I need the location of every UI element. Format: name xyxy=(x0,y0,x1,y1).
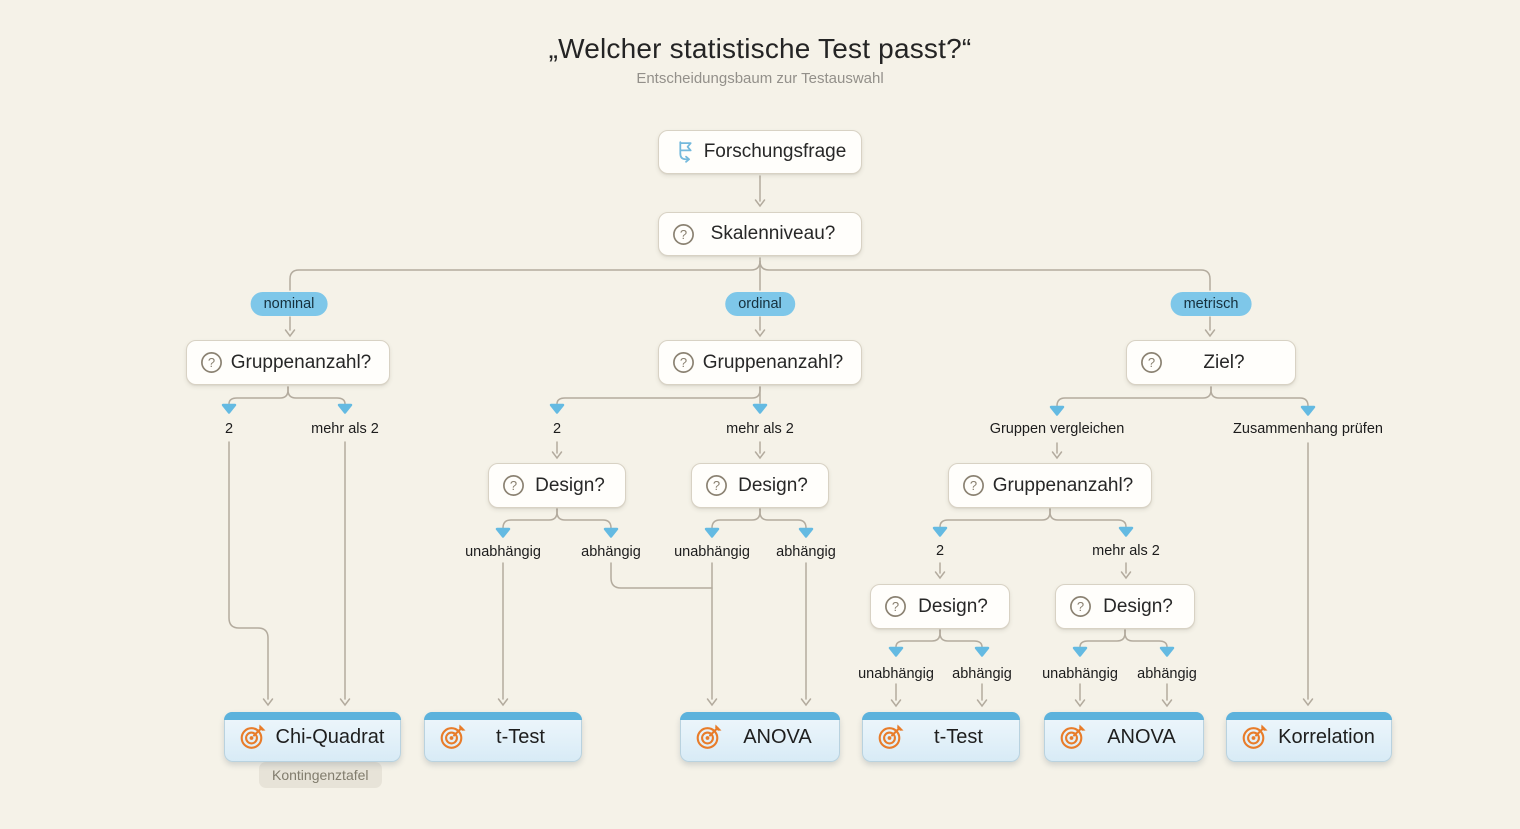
blue-arrowheads xyxy=(221,403,1316,657)
node-label: Design? xyxy=(535,474,605,496)
node-label: Ziel? xyxy=(1203,351,1245,373)
branch-label-mm-dependent: abhängig xyxy=(1137,666,1197,682)
svg-text:?: ? xyxy=(970,478,977,493)
svg-text:?: ? xyxy=(892,599,899,614)
pill-metrisch: metrisch xyxy=(1170,292,1252,316)
node-gruppenanzahl-metrisch: ? Gruppenanzahl? xyxy=(948,463,1152,508)
branch-label-om-dependent: abhängig xyxy=(776,544,836,560)
node-gruppenanzahl-nominal: ? Gruppenanzahl? xyxy=(186,340,390,385)
result-label: t-Test xyxy=(934,725,983,748)
result-t-test-ordinal: t-Test xyxy=(424,712,582,762)
node-label: Forschungsfrage xyxy=(703,141,847,162)
branch-label-o2-dependent: abhängig xyxy=(581,544,641,560)
svg-text:?: ? xyxy=(208,355,215,370)
question-circle-icon: ? xyxy=(502,474,525,497)
target-icon xyxy=(1058,722,1088,752)
branch-label-metrisch-mehr: mehr als 2 xyxy=(1092,543,1160,559)
branch-label-mm-independent: unabhängig xyxy=(1042,666,1118,682)
node-label: Design? xyxy=(738,474,808,496)
pill-ordinal: ordinal xyxy=(725,292,795,316)
gray-arrowheads xyxy=(262,199,1314,708)
page-subtitle: Entscheidungsbaum zur Testauswahl xyxy=(636,70,884,87)
flag-icon xyxy=(672,139,699,166)
node-design-metrisch-mehr: ? Design? xyxy=(1055,584,1195,629)
target-icon xyxy=(876,722,906,752)
result-anova-metrisch: ANOVA xyxy=(1044,712,1204,762)
pill-nominal: nominal xyxy=(250,292,328,316)
node-label: Design? xyxy=(1103,595,1173,617)
result-label: Korrelation xyxy=(1278,725,1375,748)
page-title: „Welcher statistische Test passt?“ xyxy=(548,33,972,64)
svg-text:?: ? xyxy=(510,478,517,493)
node-gruppenanzahl-ordinal: ? Gruppenanzahl? xyxy=(658,340,862,385)
node-label: Gruppenanzahl? xyxy=(702,351,844,373)
node-design-metrisch-2: ? Design? xyxy=(870,584,1010,629)
node-label: Gruppenanzahl? xyxy=(230,351,372,373)
node-label: Skalenniveau? xyxy=(710,223,836,244)
target-icon xyxy=(1240,722,1270,752)
node-design-ordinal-2: ? Design? xyxy=(488,463,626,508)
svg-text:?: ? xyxy=(713,478,720,493)
node-label: Gruppenanzahl? xyxy=(992,474,1134,496)
result-chi-quadrat: Chi-Quadrat xyxy=(224,712,401,762)
result-anova-ordinal: ANOVA xyxy=(680,712,840,762)
branch-label-om-independent: unabhängig xyxy=(674,544,750,560)
question-circle-icon: ? xyxy=(884,595,907,618)
branch-label-ordinal-2: 2 xyxy=(552,421,562,437)
branch-label-ordinal-mehr: mehr als 2 xyxy=(726,421,794,437)
question-circle-icon: ? xyxy=(1069,595,1092,618)
question-circle-icon: ? xyxy=(672,351,695,374)
svg-text:?: ? xyxy=(680,226,687,241)
result-label: ANOVA xyxy=(743,725,812,748)
branch-label-m2-dependent: abhängig xyxy=(952,666,1012,682)
target-icon xyxy=(694,722,724,752)
branch-label-compare-groups: Gruppen vergleichen xyxy=(989,421,1125,437)
question-circle-icon: ? xyxy=(200,351,223,374)
question-circle-icon: ? xyxy=(1140,351,1163,374)
question-circle-icon: ? xyxy=(962,474,985,497)
branch-label-m2-independent: unabhängig xyxy=(858,666,934,682)
branch-label-nominal-2: 2 xyxy=(224,421,234,437)
svg-text:?: ? xyxy=(1148,355,1155,370)
svg-text:?: ? xyxy=(1077,599,1084,614)
branch-label-o2-independent: unabhängig xyxy=(465,544,541,560)
node-design-ordinal-mehr: ? Design? xyxy=(691,463,829,508)
branch-label-metrisch-2: 2 xyxy=(935,543,945,559)
result-t-test-metrisch: t-Test xyxy=(862,712,1020,762)
svg-text:?: ? xyxy=(680,355,687,370)
result-korrelation: Korrelation xyxy=(1226,712,1392,762)
target-icon xyxy=(438,722,468,752)
node-forschungsfrage: Forschungsfrage xyxy=(658,130,862,174)
result-label: Chi-Quadrat xyxy=(275,725,385,748)
node-label: Design? xyxy=(918,595,988,617)
node-ziel: ? Ziel? xyxy=(1126,340,1296,385)
target-icon xyxy=(238,722,268,752)
tree-edges xyxy=(228,175,1309,701)
question-circle-icon: ? xyxy=(705,474,728,497)
result-label: ANOVA xyxy=(1107,725,1176,748)
result-label: t-Test xyxy=(496,725,545,748)
chi-quadrat-note-tag: Kontingenztafel xyxy=(259,762,382,788)
node-skalenniveau: ? Skalenniveau? xyxy=(658,212,862,256)
question-circle-icon: ? xyxy=(672,223,695,246)
branch-label-nominal-mehr: mehr als 2 xyxy=(311,421,379,437)
branch-label-check-relation: Zusammenhang prüfen xyxy=(1233,421,1383,437)
